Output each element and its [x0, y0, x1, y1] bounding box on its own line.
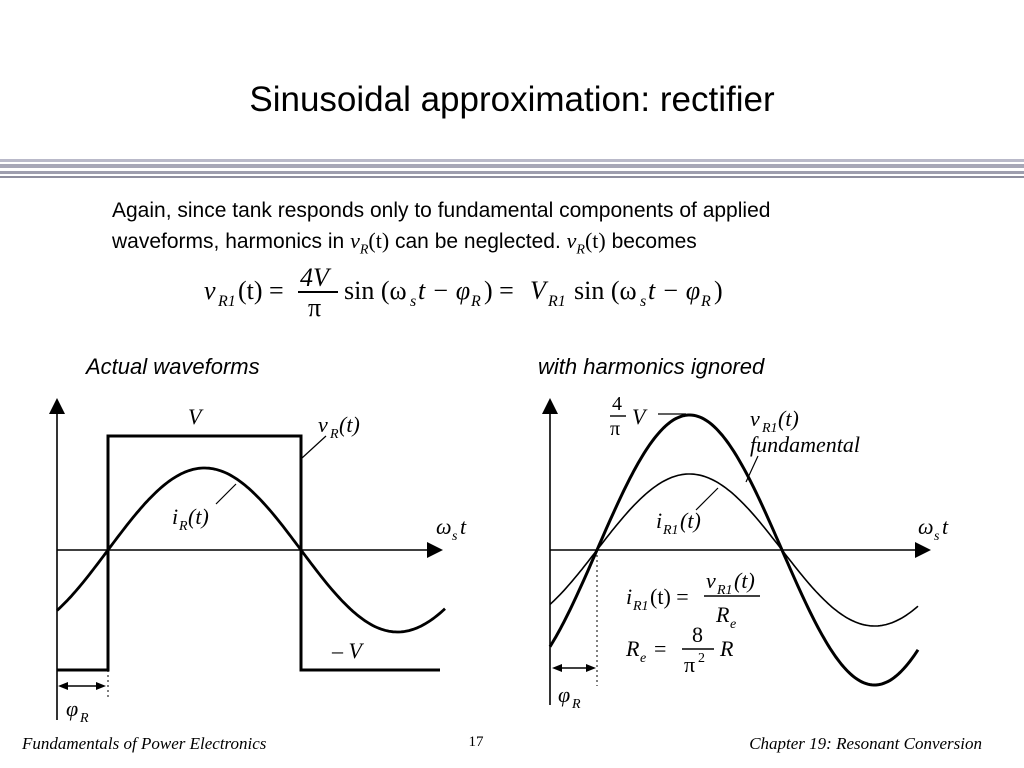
right-label-axis: ω [918, 514, 934, 539]
eq-lhs-v: v [204, 276, 216, 305]
eq-phi-sub: R [470, 293, 481, 310]
right-label-V: V [632, 404, 648, 429]
intro-text: Again, since tank responds only to funda… [112, 196, 992, 265]
svg-text:R1: R1 [662, 523, 679, 538]
left-iR-leader [215, 483, 237, 505]
main-equation: v R1 (t) = 4V π sin (ω s t − φ R ) = V R… [204, 263, 723, 322]
right-eq-current: i R1 (t) = v R1 (t) R e [626, 568, 760, 632]
svg-text:=: = [654, 636, 666, 661]
svg-text:2: 2 [698, 651, 705, 666]
right-voltage-fundamental [548, 413, 920, 687]
svg-text:(t): (t) [778, 406, 799, 431]
eq-phi-sub-2: R [700, 293, 711, 310]
svg-text:8: 8 [692, 622, 703, 647]
vR-symbol: vR [350, 228, 369, 258]
svg-text:(t): (t) [188, 504, 209, 529]
right-label-phi: φ [558, 682, 570, 707]
left-label-iR: i [172, 504, 178, 529]
left-label-phi: φ [66, 696, 78, 721]
svg-text:i: i [626, 584, 632, 609]
vR-symbol-2: vR [566, 228, 585, 258]
eq-omega-sub: s [410, 293, 416, 310]
svg-text:s: s [452, 529, 458, 544]
svg-text:(t): (t) [734, 568, 755, 593]
eq-close-eq: ) = [484, 276, 514, 305]
intro-line-1: Again, since tank responds only to funda… [112, 199, 771, 222]
svg-text:(t): (t) [339, 412, 360, 437]
left-square-wave [57, 434, 440, 672]
right-diagram: 4 π V v R1 (t) fundamental i R1 (t) ω s … [542, 393, 949, 712]
eq-sin1: sin (ω [344, 276, 407, 305]
eq-close: ) [714, 276, 723, 305]
svg-text:R: R [178, 519, 188, 534]
svg-text:π: π [684, 652, 695, 677]
left-current-sine [56, 466, 446, 634]
eq-sin2: sin (ω [574, 276, 637, 305]
left-caption: Actual waveforms [86, 354, 260, 379]
right-current-sine [549, 473, 919, 627]
eq-frac-num: 4V [300, 263, 332, 292]
eq-rhs-sub: R1 [547, 293, 566, 310]
right-caption: with harmonics ignored [538, 354, 765, 379]
right-label-4: 4 [612, 393, 622, 415]
svg-text:R: R [571, 697, 581, 712]
eq-lhs-arg: (t) = [238, 276, 284, 305]
svg-text:s: s [934, 529, 940, 544]
left-diagram: V v R (t) i R (t) ω s t – V φ R [49, 398, 467, 726]
left-label-minusV: – V [331, 638, 365, 663]
right-label-vR1: v [750, 406, 760, 431]
svg-text:(t) =: (t) = [650, 584, 689, 609]
right-label-iR1: i [656, 508, 662, 533]
right-label-fundamental: fundamental [750, 432, 860, 457]
svg-text:R1: R1 [632, 599, 649, 614]
intro-line-2: waveforms, harmonics in vR(t) can be neg… [112, 228, 697, 258]
eq-rhs-V: V [530, 276, 549, 305]
svg-text:R1: R1 [716, 583, 733, 598]
eq-frac-den: π [308, 293, 321, 322]
right-eq-resistance: R e = 8 π 2 R [625, 622, 734, 677]
left-label-vR: v [318, 412, 328, 437]
footer-right: Chapter 19: Resonant Conversion [749, 734, 982, 753]
svg-text:e: e [640, 651, 646, 666]
svg-text:R1: R1 [761, 421, 778, 436]
left-vR-leader [301, 435, 327, 459]
footer-left: Fundamentals of Power Electronics [22, 734, 267, 753]
eq-lhs-sub: R1 [217, 293, 236, 310]
svg-text:(t): (t) [680, 508, 701, 533]
left-label-V: V [188, 404, 204, 429]
right-vR1-leader [745, 455, 759, 483]
svg-text:t: t [942, 514, 949, 539]
left-label-axis: ω [436, 514, 452, 539]
svg-text:R: R [329, 427, 339, 442]
svg-text:R: R [625, 636, 640, 661]
svg-text:R: R [79, 711, 89, 726]
svg-text:e: e [730, 617, 736, 632]
eq-omega-sub-2: s [640, 293, 646, 310]
svg-text:v: v [706, 568, 716, 593]
svg-text:t: t [460, 514, 467, 539]
slide-title: Sinusoidal approximation: rectifier [249, 80, 775, 119]
page-number: 17 [468, 734, 484, 750]
eq-t-phi: t − φ [418, 276, 470, 305]
eq-t-phi-2: t − φ [648, 276, 700, 305]
svg-text:R: R [719, 636, 734, 661]
right-iR1-leader [695, 487, 719, 511]
svg-text:R: R [715, 602, 730, 627]
right-label-pi: π [610, 418, 620, 440]
